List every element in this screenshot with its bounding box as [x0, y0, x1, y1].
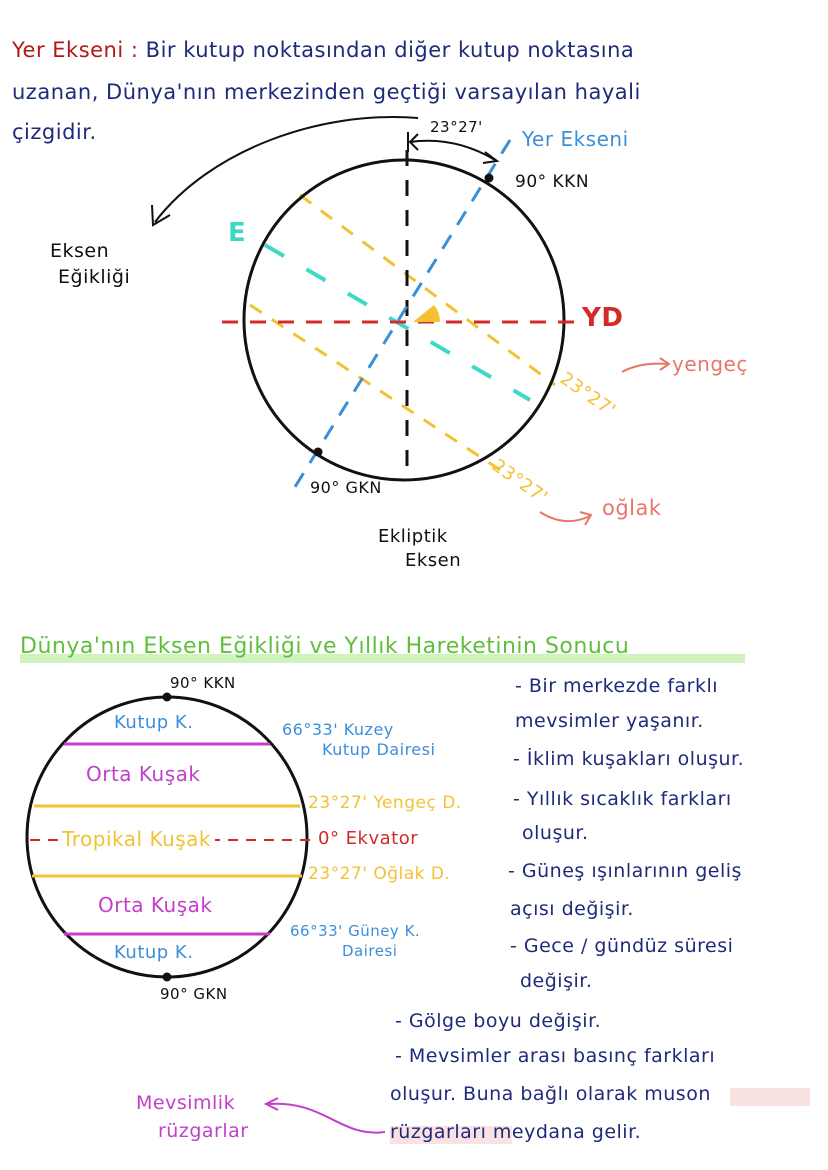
mevsimlik-arrow-head: [263, 1097, 279, 1111]
angle-wedge: [413, 305, 440, 322]
result-line-2: mevsimler yaşanır.: [515, 710, 704, 732]
gkn-dot: [313, 447, 323, 457]
zone-orta-bottom: Orta Kuşak: [98, 893, 213, 917]
ekliptik-label-2: Eksen: [405, 550, 462, 571]
yd-label: YD: [582, 303, 624, 333]
yengec-daire-label: 23°27' Yengeç D.: [308, 793, 462, 813]
definition-line-3: çizgidir.: [12, 120, 97, 144]
eksen-egikligi-label-1: Eksen: [50, 240, 110, 262]
section2-title: Dünya'nın Eksen Eğikliği ve Yıllık Harek…: [20, 634, 630, 659]
definition-separator: :: [130, 38, 139, 62]
ruzgarlari-highlight: [390, 1126, 512, 1144]
climate-zones-diagram: [25, 692, 386, 1134]
yer-ekseni-label: Yer Ekseni: [522, 127, 629, 151]
zone-orta-top: Orta Kuşak: [86, 762, 201, 786]
result-line-12: oluşur. Buna bağlı olarak muson: [390, 1083, 711, 1105]
zones-gkn-dot: [162, 972, 172, 982]
guney-kutup-label-1: 66°33' Güney K.: [290, 922, 421, 940]
zone-kutup-bottom: Kutup K.: [114, 942, 194, 963]
earth-axis: [288, 139, 512, 496]
guney-kutup-label-2: Dairesi: [342, 942, 398, 960]
yengec-label: yengeç: [672, 352, 748, 376]
result-line-10: - Gölge boyu değişir.: [395, 1010, 602, 1032]
angle-arc-arrow: [409, 139, 496, 161]
gkn-bottom-label: 90° GKN: [310, 478, 382, 497]
definition-line-2: uzanan, Dünya'nın merkezinden geçtiği va…: [12, 80, 641, 104]
mevsimlik-label-2: rüzgarlar: [158, 1120, 249, 1142]
kuzey-kutup-label-2: Kutup Dairesi: [322, 740, 436, 759]
kkn-dot: [484, 173, 494, 183]
mevsimlik-label-1: Mevsimlik: [136, 1092, 236, 1114]
tropic-oglak-line: [249, 303, 501, 472]
zone-tropikal: Tropikal Kuşak: [58, 827, 216, 851]
angle-tick-left-head: [408, 133, 419, 151]
definition-term: Yer Ekseni: [12, 38, 124, 62]
definition-line-1: Yer Ekseni : Bir kutup noktasından diğer…: [12, 38, 634, 62]
kkn-top-label: 90° KKN: [515, 172, 590, 192]
e-label: E: [228, 218, 247, 248]
result-line-9: değişir.: [520, 970, 593, 992]
oglak-label: oğlak: [602, 496, 662, 520]
angle-arc-head: [482, 151, 500, 164]
zone-kutup-top: Kutup K.: [114, 712, 194, 733]
tropic-yengec-line: [299, 193, 556, 387]
zones-gkn-label: 90° GKN: [160, 985, 228, 1003]
kuzey-kutup-label-1: 66°33' Kuzey: [282, 720, 394, 739]
oglak-daire-label: 23°27' Oğlak D.: [308, 864, 451, 884]
result-line-1: - Bir merkezde farklı: [515, 675, 719, 697]
oglak-arrow-head: [579, 511, 593, 526]
result-line-11: - Mevsimler arası basınç farkları: [395, 1045, 716, 1067]
result-line-4: - Yıllık sıcaklık farkları: [513, 788, 732, 810]
zones-kkn-label: 90° KKN: [170, 674, 236, 692]
result-line-5: oluşur.: [522, 822, 589, 844]
yengec-arrow-head: [659, 357, 671, 371]
earth-tilt-diagram: [151, 116, 671, 526]
eksen-egikligi-label-2: Eğikliği: [58, 266, 131, 288]
zones-kkn-dot: [162, 692, 172, 702]
ekvator-label: 0° Ekvator: [318, 828, 419, 849]
result-line-3: - İklim kuşakları oluşur.: [513, 748, 745, 770]
result-line-7: açısı değişir.: [510, 898, 634, 920]
result-line-13: rüzgarları meydana gelir.: [390, 1121, 642, 1143]
oglak-arrow: [539, 511, 591, 523]
egiklik-arrow-head: [151, 204, 171, 227]
definition-text-1: Bir kutup noktasından diğer kutup noktas…: [145, 38, 635, 62]
ekliptik-label-1: Ekliptik: [378, 526, 448, 547]
result-line-8: - Gece / gündüz süresi: [510, 935, 734, 957]
egiklik-arrow: [154, 116, 419, 223]
title-underline: [20, 654, 745, 663]
angle-top-label: 23°27': [430, 118, 483, 136]
earth-circle: [242, 158, 566, 482]
yengec-arrow: [621, 362, 669, 373]
result-line-6: - Güneş ışınlarının geliş: [508, 860, 742, 882]
muson-highlight: [730, 1088, 810, 1106]
mevsimlik-arrow: [267, 1102, 386, 1134]
